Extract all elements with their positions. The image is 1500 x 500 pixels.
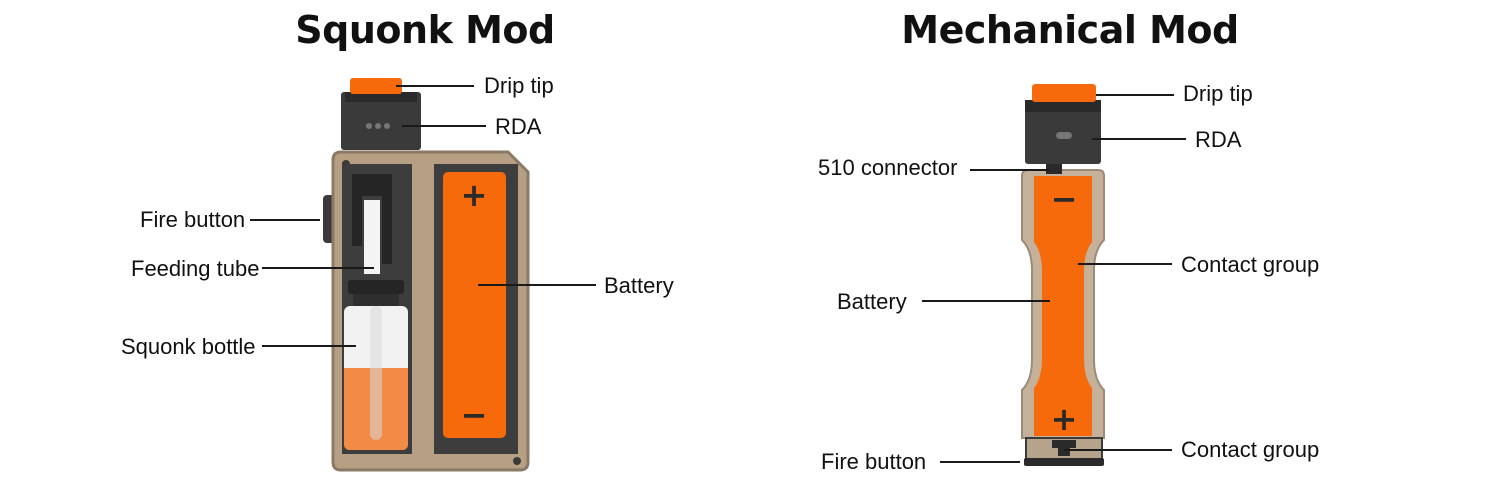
squonk-tube-bracket	[352, 174, 392, 264]
mech-battery-minus: −	[1051, 180, 1078, 218]
squonk-battery	[443, 172, 506, 438]
mech-contact-pin	[1058, 448, 1070, 456]
squonk-battery-minus: −	[461, 396, 488, 434]
mech-battery	[1034, 176, 1092, 436]
squonk-battery-plus: +	[461, 176, 488, 214]
squonk-leader-lines	[250, 85, 596, 347]
squonk-bottle-cap	[348, 280, 404, 294]
mech-contact-group-bottom-shape	[1052, 440, 1076, 448]
mech-510-connector	[1046, 164, 1062, 174]
squonk-fire-button-label: Fire button	[140, 207, 246, 232]
mechanical-mod-illustration: − +	[1021, 84, 1105, 466]
squonk-bottle-straw	[370, 306, 382, 440]
mech-fire-button-label: Fire button	[821, 449, 927, 474]
mech-battery-label: Battery	[837, 289, 907, 314]
mech-contact-group-top-label: Contact group	[1181, 252, 1320, 277]
mech-contact-group-bottom-label: Contact group	[1181, 437, 1320, 462]
squonk-bottle-label: Squonk bottle	[121, 334, 256, 359]
mech-battery-plus: +	[1051, 400, 1078, 438]
mech-rda-slot	[1056, 132, 1072, 139]
squonk-mod-title: Squonk Mod	[295, 8, 555, 52]
squonk-screw-bottom-right	[513, 457, 521, 465]
mech-rda-band	[1025, 100, 1101, 112]
squonk-feeding-tube-label: Feeding tube	[131, 256, 260, 281]
mech-leader-lines	[922, 94, 1186, 463]
mech-drip-tip	[1032, 84, 1096, 102]
squonk-drip-tip	[350, 78, 402, 94]
squonk-rda-label: RDA	[495, 114, 542, 139]
mech-rda-label: RDA	[1195, 127, 1242, 152]
mechanical-mod-title: Mechanical Mod	[901, 8, 1239, 52]
squonk-feeding-tube	[364, 200, 380, 274]
mech-fire-button-shape	[1024, 458, 1104, 466]
squonk-rda	[341, 92, 421, 150]
mech-510-connector-label: 510 connector	[818, 155, 958, 180]
squonk-rda-dot-1	[366, 123, 372, 129]
squonk-bottle-neck	[353, 294, 399, 306]
squonk-drip-tip-label: Drip tip	[484, 73, 554, 98]
squonk-battery-label: Battery	[604, 273, 674, 298]
squonk-rda-dot-2	[375, 123, 381, 129]
mech-drip-tip-label: Drip tip	[1183, 81, 1253, 106]
squonk-rda-dot-3	[384, 123, 390, 129]
squonk-rda-top	[345, 92, 417, 102]
squonk-mod-illustration: + −	[323, 78, 530, 472]
